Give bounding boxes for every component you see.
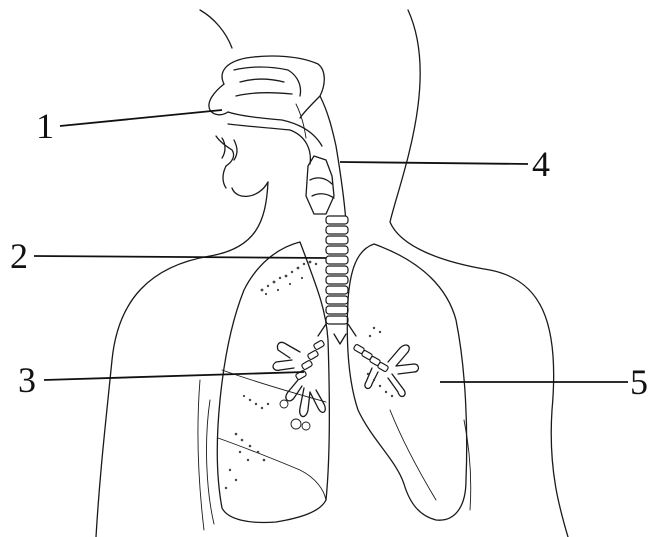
- right-lung: [198, 242, 329, 530]
- larynx-and-trachea: [306, 156, 356, 344]
- leader-line-3: [44, 372, 304, 380]
- label-5: 5: [630, 362, 648, 402]
- label-4: 4: [532, 144, 550, 184]
- head-cavity: [209, 56, 346, 222]
- alveoli-dots: [225, 261, 393, 490]
- leader-line-4: [340, 162, 528, 164]
- leader-line-1: [60, 110, 222, 126]
- leader-line-2: [34, 256, 326, 258]
- label-1: 1: [36, 106, 54, 146]
- bronchi: [273, 340, 418, 430]
- label-2: 2: [10, 236, 28, 276]
- label-3: 3: [18, 360, 36, 400]
